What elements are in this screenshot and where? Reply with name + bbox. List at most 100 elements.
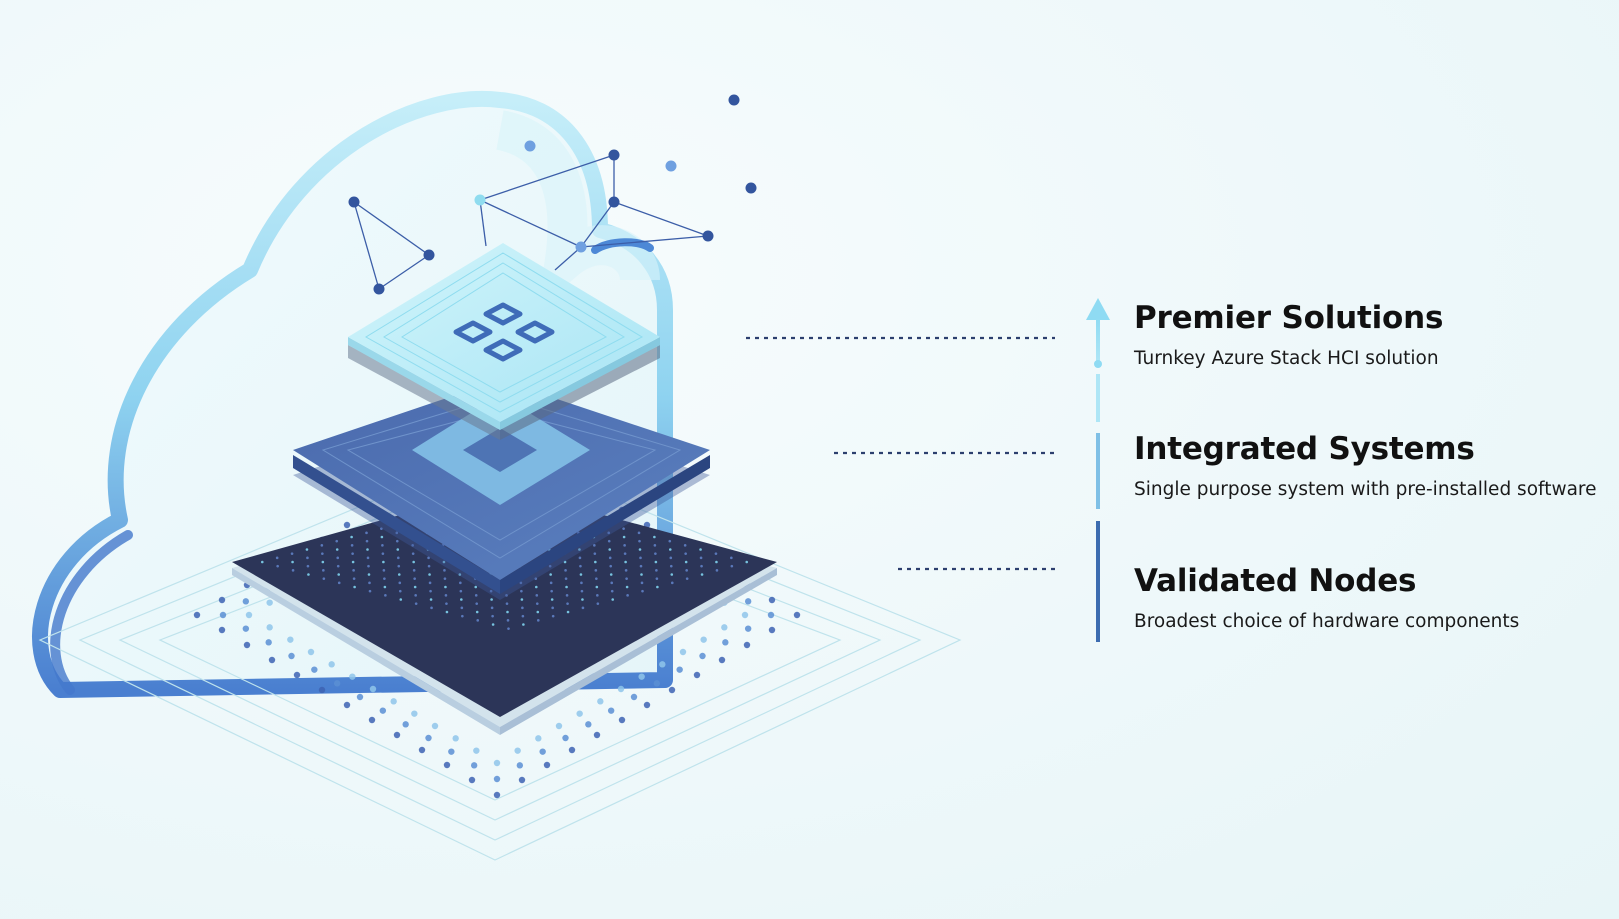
decor-dot (506, 610, 509, 614)
decor-dot (353, 585, 356, 589)
decor-dot (218, 626, 226, 634)
decor-dot (715, 569, 719, 572)
decor-dot (744, 598, 752, 605)
decor-dot (700, 636, 707, 643)
decor-dot (767, 611, 775, 619)
decor-dot (493, 775, 501, 783)
decor-dot (670, 581, 674, 585)
decor-dot (411, 544, 414, 547)
decor-dot (607, 531, 611, 535)
decor-dot (365, 539, 369, 543)
decor-dot (578, 548, 581, 551)
decor-dot (337, 581, 341, 585)
decor-dot (535, 594, 539, 597)
decor-dot (597, 698, 604, 705)
decor-dot (653, 680, 661, 687)
decor-dot (581, 606, 585, 610)
decor-dot (350, 535, 353, 539)
decor-dot (489, 589, 493, 593)
decor-dot (684, 552, 687, 555)
decor-dot (534, 577, 538, 580)
decor-dot (623, 544, 626, 547)
decor-dot (595, 577, 598, 580)
decor-dot (625, 577, 628, 580)
decor-dot (443, 761, 451, 769)
decor-dot (595, 585, 599, 589)
tier-title: Premier Solutions (1134, 300, 1444, 336)
decor-dot (520, 589, 523, 593)
decor-dot (610, 589, 614, 593)
decor-dot (305, 548, 309, 551)
decor-dot (622, 535, 626, 539)
decor-dot (459, 589, 463, 593)
decor-dot (366, 556, 370, 560)
decor-dot (337, 573, 341, 576)
decor-dot (291, 569, 295, 572)
decor-dot (413, 577, 416, 580)
bottom-layer (232, 487, 777, 735)
decor-dot (521, 606, 524, 610)
decor-dot (551, 614, 555, 618)
decor-dot (565, 585, 568, 589)
decor-dot (427, 556, 430, 560)
decor-dot (397, 564, 401, 568)
decor-dot (518, 776, 526, 784)
decor-dot (311, 666, 318, 673)
decor-dot (414, 594, 417, 597)
tier-integrated-systems: Integrated Systems Single purpose system… (1134, 431, 1597, 500)
decor-dot (593, 552, 597, 555)
decor-dot (630, 693, 638, 701)
decor-dot (382, 569, 386, 572)
decor-dot (516, 762, 524, 769)
decor-dot (268, 656, 276, 664)
decor-dot (384, 594, 387, 597)
decor-dot (655, 577, 659, 580)
decor-dot (640, 573, 643, 576)
decor-dot (699, 556, 703, 560)
decor-dot (367, 564, 370, 568)
decor-dot (322, 577, 326, 580)
decor-dot (493, 791, 501, 799)
decor-dot (367, 573, 371, 576)
decor-dot (670, 573, 674, 576)
decor-dot (693, 671, 701, 679)
decor-dot (625, 585, 629, 589)
decor-dot (699, 548, 702, 551)
decor-dot (536, 619, 540, 622)
decor-dot (380, 527, 383, 530)
decor-dot (607, 707, 615, 714)
decor-dot (622, 527, 625, 530)
decor-dot (744, 625, 752, 632)
decor-dot (685, 569, 688, 572)
decor-dot (543, 761, 551, 769)
decor-dot (307, 648, 315, 656)
decor-dot (638, 673, 645, 680)
decor-dot (565, 594, 569, 597)
decor-dot (474, 594, 478, 597)
decor-dot (395, 539, 399, 543)
decor-dot (412, 560, 415, 564)
decor-dot (399, 598, 403, 601)
decor-dot (390, 698, 397, 705)
tier-description: Broadest choice of hardware components (1134, 611, 1520, 632)
decor-dot (550, 589, 553, 593)
decor-dot (351, 560, 355, 564)
decor-dot (718, 656, 726, 664)
decor-dot (653, 535, 656, 539)
decor-dot (520, 598, 524, 601)
decor-dot (617, 685, 625, 693)
decor-dot (291, 560, 294, 564)
middle-layer (293, 380, 710, 600)
decor-dot (368, 589, 372, 593)
decor-dot (768, 596, 776, 604)
decor-dot (428, 581, 432, 585)
decor-dot (549, 581, 553, 585)
decor-dot (448, 748, 455, 755)
tier-description: Single purpose system with pre-installed… (1134, 479, 1597, 500)
up-arrow-icon (1086, 298, 1110, 320)
decor-dot (555, 722, 563, 730)
decor-dot (659, 661, 666, 668)
decor-dot (491, 614, 494, 618)
decor-dot (564, 569, 567, 572)
decor-dot (596, 602, 600, 605)
